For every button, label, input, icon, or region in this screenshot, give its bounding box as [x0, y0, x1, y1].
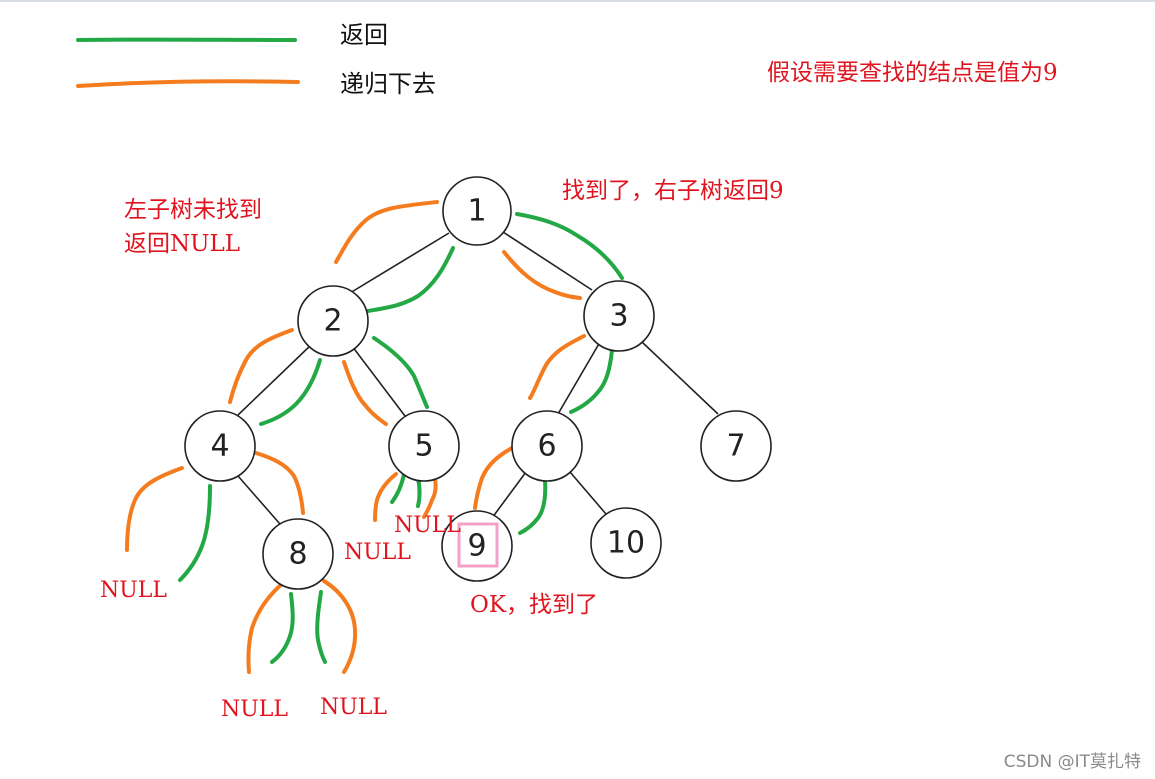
return-path-null-4	[178, 484, 212, 582]
tree-node-4: 4	[184, 410, 256, 482]
node-label-7: 7	[726, 429, 745, 464]
edge-2-5	[351, 345, 406, 417]
node-label-8: 8	[288, 537, 307, 572]
return-path-null-5-left	[390, 472, 406, 504]
recurse-path-6-9	[473, 446, 514, 510]
recurse-path-5-null-left	[373, 472, 398, 522]
left-not-found-note-line1: 左子树未找到	[124, 197, 262, 223]
legend-recurse-label: 递归下去	[340, 70, 436, 98]
null-label-8-left: NULL	[221, 697, 288, 722]
recurse-path-2-4	[228, 328, 294, 404]
tree-node-10: 10	[590, 507, 662, 579]
edge-6-10	[569, 471, 607, 515]
return-path-null-5-right	[416, 476, 422, 508]
return-path-null-8-left	[270, 592, 295, 664]
recurse-path-1-2	[334, 200, 439, 264]
watermark: CSDN @IT莫扎特	[1004, 752, 1141, 772]
node-label-1: 1	[467, 194, 486, 229]
tree-node-1: 1	[442, 176, 512, 246]
recurse-path-8-null-left	[246, 580, 286, 674]
node-label-9: 9	[467, 529, 486, 564]
node-label-6: 6	[537, 429, 556, 464]
tree-node-7: 7	[700, 410, 772, 482]
recurse-path-3-6	[528, 334, 586, 400]
tree-node-2: 2	[297, 285, 369, 357]
edge-3-6	[557, 341, 601, 415]
tree-node-8: 8	[262, 518, 334, 590]
tree-node-3: 3	[583, 280, 655, 352]
legend-return-label: 返回	[340, 21, 388, 49]
edge-1-3	[502, 231, 593, 291]
recurse-path-2-5	[342, 360, 388, 426]
null-label-4-left: NULL	[100, 578, 167, 603]
assumption-note: 假设需要查找的结点是值为9	[767, 60, 1058, 86]
null-label-8-right: NULL	[320, 695, 387, 720]
node-label-5: 5	[414, 429, 433, 464]
return-path-4-2	[259, 358, 322, 426]
edge-4-8	[237, 475, 281, 525]
tree-node-5: 5	[388, 410, 460, 482]
ok-found-note: OK，找到了	[470, 592, 598, 618]
return-path-3-1	[515, 212, 624, 280]
recurse-path-4-null	[125, 466, 184, 552]
node-label-10: 10	[607, 526, 645, 561]
target-highlight-box	[457, 522, 499, 568]
node-label-4: 4	[210, 429, 229, 464]
tree-node-9: 9	[441, 510, 513, 582]
node-label-3: 3	[609, 299, 628, 334]
recurse-path-4-8	[254, 451, 305, 515]
edge-6-9	[491, 471, 527, 519]
return-path-null-8-right	[315, 590, 327, 664]
edge-2-4	[237, 344, 312, 416]
legend-recurse-line	[76, 79, 300, 88]
return-path-9-6	[518, 478, 548, 535]
found-right-note: 找到了，右子树返回9	[562, 178, 784, 204]
recurse-path-1-3	[502, 250, 582, 300]
left-not-found-note-line2: 返回NULL	[124, 231, 240, 257]
edge-1-2	[349, 232, 450, 294]
null-label-5-right: NULL	[394, 513, 461, 538]
return-path-6-3	[569, 348, 614, 414]
tree-node-6: 6	[511, 410, 583, 482]
null-label-5-left: NULL	[344, 540, 411, 565]
node-label-2: 2	[323, 304, 342, 339]
return-path-5-2	[372, 336, 429, 409]
edge-3-7	[641, 341, 719, 415]
recurse-path-8-null-right	[322, 579, 358, 674]
return-path-2-1	[366, 246, 455, 313]
